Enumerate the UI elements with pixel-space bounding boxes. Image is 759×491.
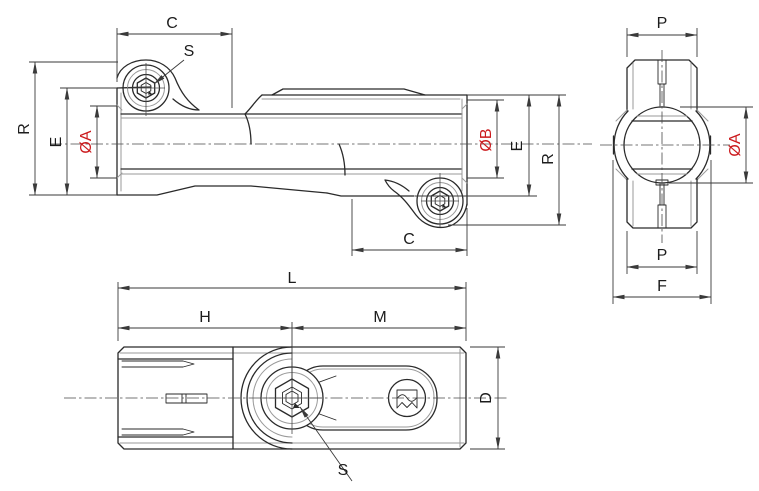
dim-label-c-top: C	[166, 15, 178, 32]
end-centerlines	[600, 50, 730, 243]
dim-label-c-bottom: C	[403, 231, 415, 248]
dim-label-dia-b: ØB	[478, 128, 495, 151]
top-dimensions: L H M D S	[117, 270, 505, 482]
dim-label-m: M	[373, 309, 386, 326]
end-dimensions: P ØA P F	[612, 15, 753, 304]
dim-label-d: D	[478, 392, 495, 404]
end-view: P ØA P F	[600, 15, 753, 304]
end-part-outline	[612, 59, 712, 229]
dim-label-r-left: R	[16, 123, 33, 135]
top-view: L H M D S	[64, 270, 508, 482]
dim-label-dia-a-end: ØA	[727, 133, 744, 156]
front-view: C S R E ØA ØB E R C	[16, 15, 592, 256]
dim-label-f: F	[657, 278, 667, 295]
front-part-outline	[116, 59, 468, 229]
dim-label-e-right: E	[509, 141, 526, 152]
dim-label-dia-a: ØA	[78, 130, 95, 153]
dim-label-s-front: S	[184, 43, 195, 60]
dim-label-s-top: S	[338, 462, 349, 479]
dim-label-e-left: E	[48, 137, 65, 148]
dim-label-r-right: R	[540, 153, 557, 165]
dim-label-h: H	[199, 309, 211, 326]
dim-label-p-bottom: P	[657, 247, 668, 264]
dim-label-p-top: P	[657, 15, 668, 32]
front-dimensions: C S R E ØA ØB E R C	[16, 15, 566, 256]
front-bolt-crosshairs	[127, 63, 459, 227]
dim-label-l: L	[288, 270, 297, 287]
